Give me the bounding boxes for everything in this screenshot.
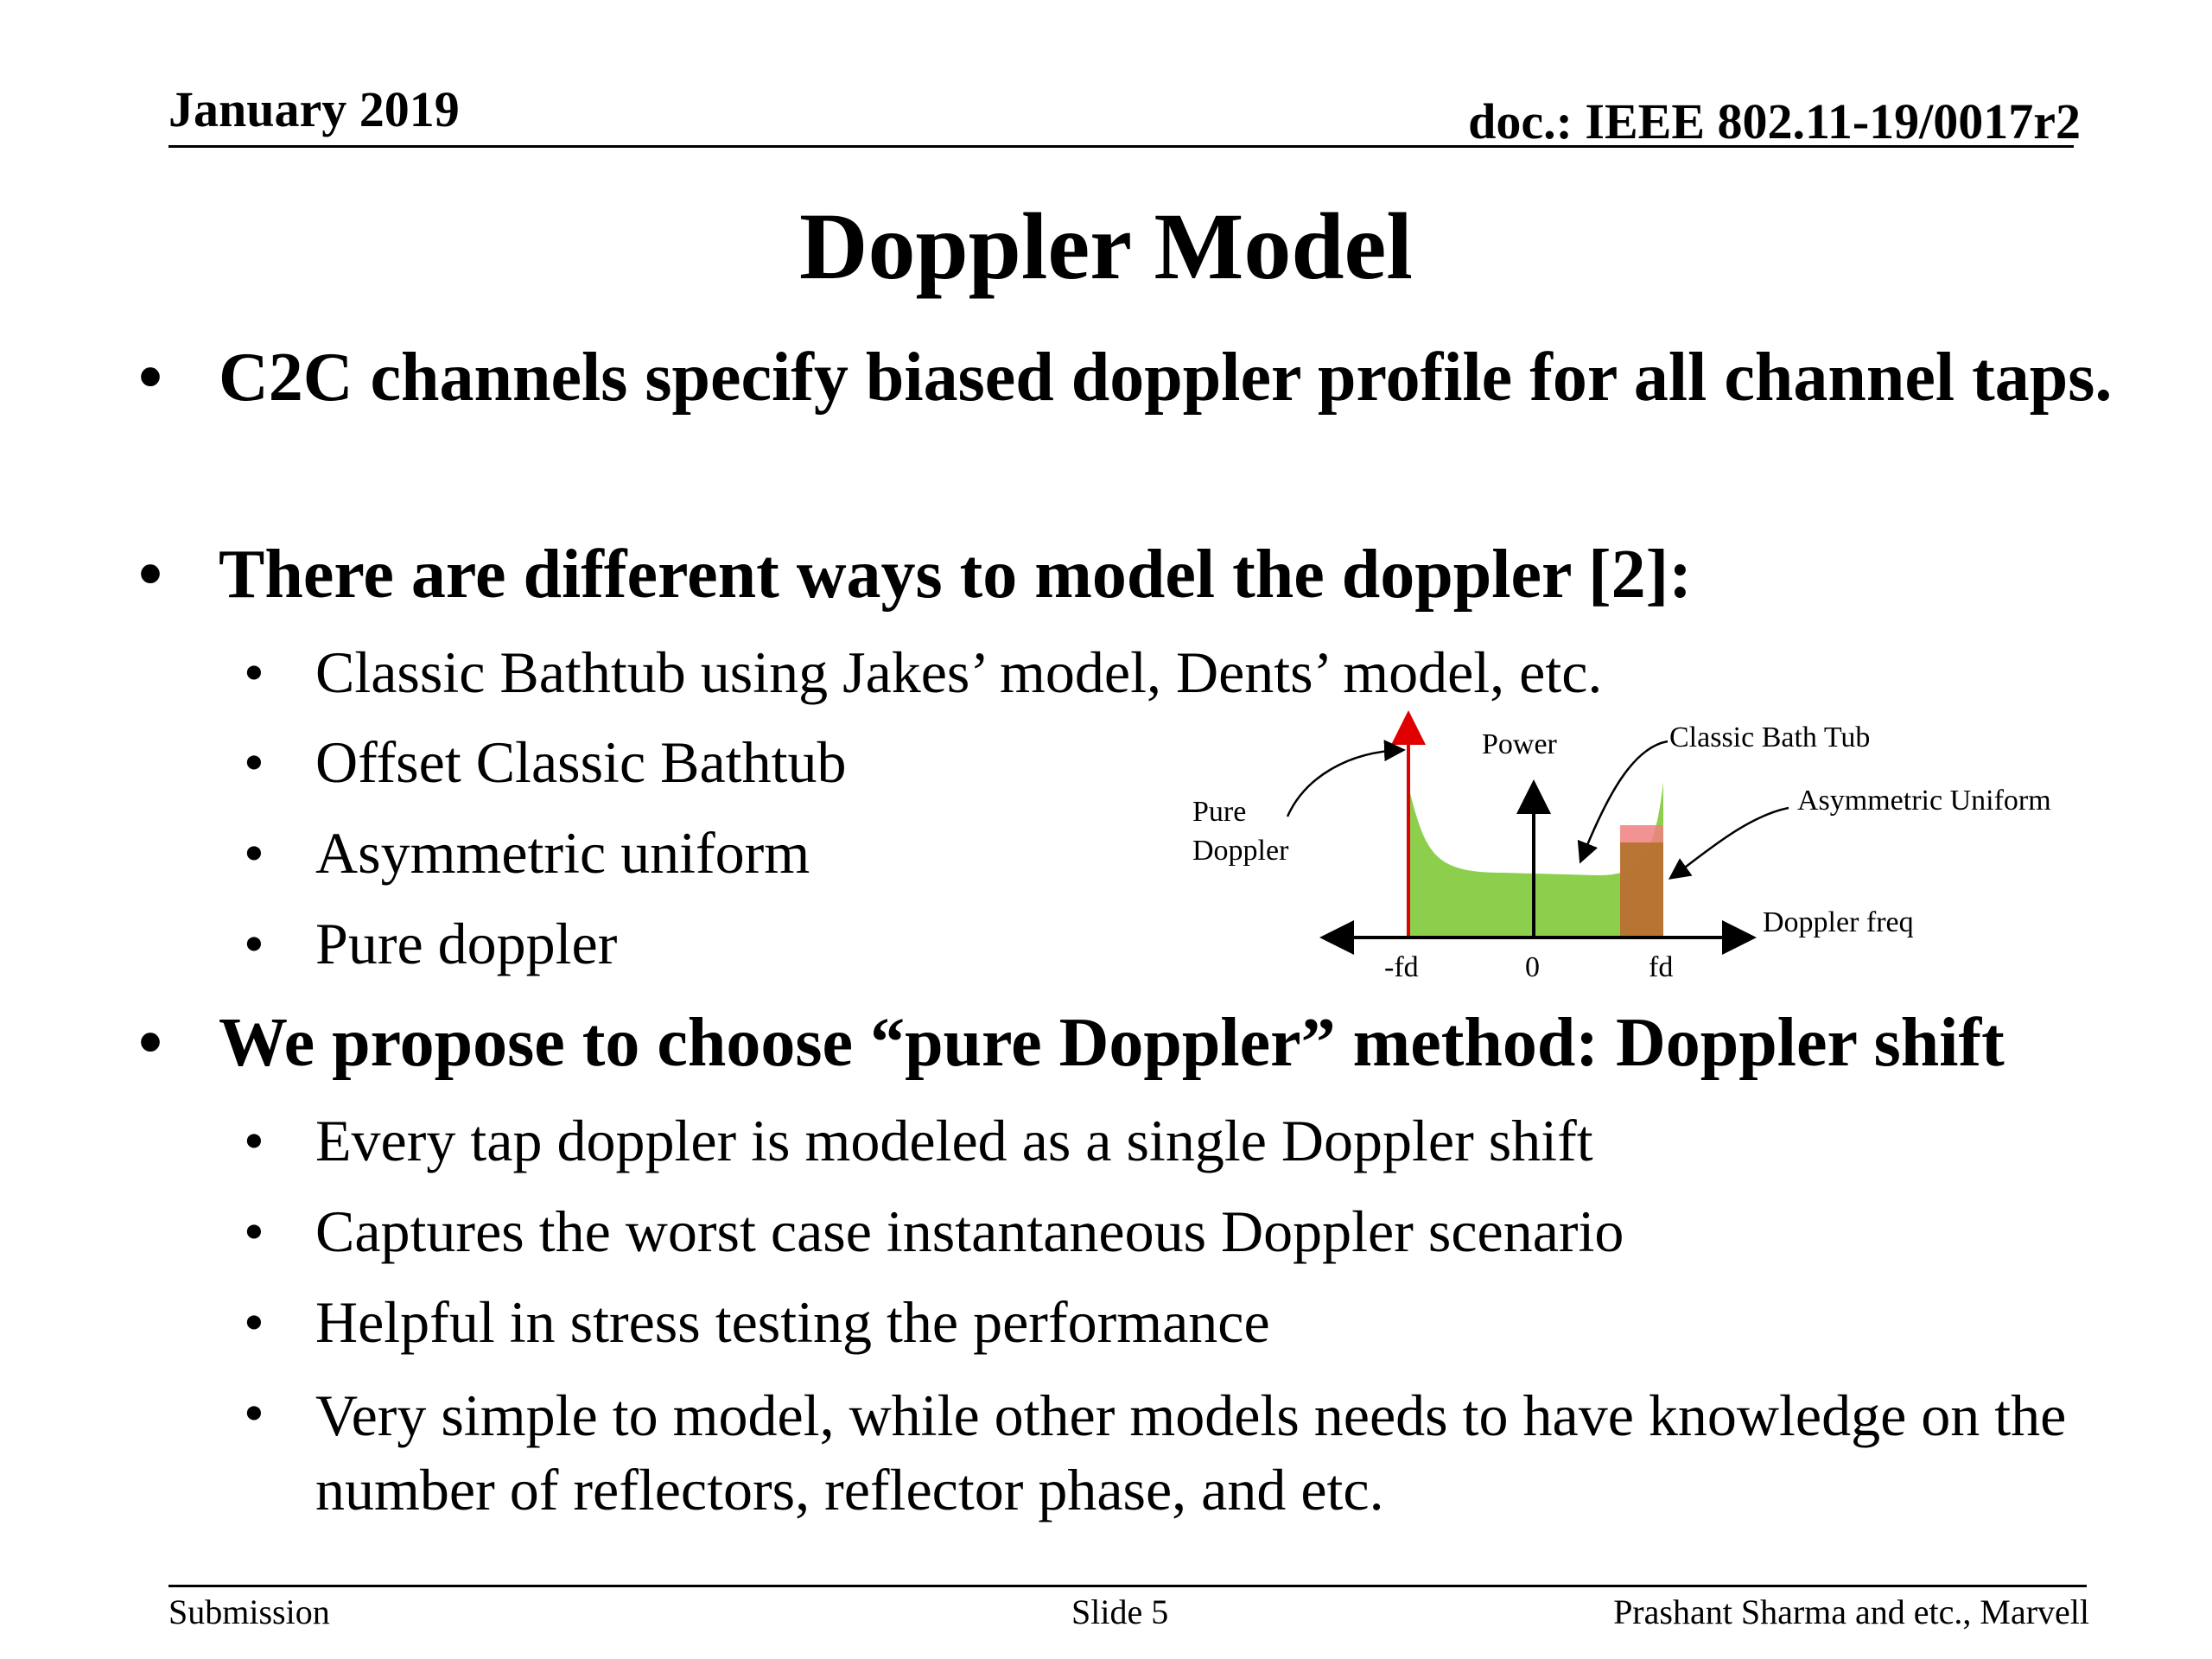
footer-slide-number: Slide 5 [1071, 1592, 1169, 1631]
sub-bullet-marker: • [244, 1198, 264, 1264]
classic-bathtub-label: Classic Bath Tub [1669, 721, 1870, 753]
asymmetric-callout-arrow [1668, 806, 1789, 880]
bullet-marker: • [138, 537, 163, 613]
header-date: January 2019 [168, 81, 460, 137]
pure-doppler-label-line1: Pure [1192, 796, 1246, 828]
doppler-spectrum-diagram: Power Classic Bath Tub Asymmetric Unifor… [1192, 710, 2051, 983]
sub-bullet-marker: • [244, 639, 264, 705]
footer-rule [168, 1585, 2087, 1587]
tick-fd: fd [1649, 951, 1673, 983]
sub-bullet-single-shift: Every tap doppler is modeled as a single… [315, 1108, 1593, 1173]
sub-bullet-classic-bathtub: Classic Bathtub using Jakes’ model, Dent… [315, 639, 1603, 705]
doppler-freq-label: Doppler freq [1763, 906, 1914, 938]
sub-bullet-worst-case: Captures the worst case instantaneous Do… [315, 1198, 1624, 1264]
sub-bullet-marker: • [244, 911, 264, 976]
bullet-proposal: We propose to choose “pure Doppler” meth… [219, 1005, 2005, 1081]
header-rule [168, 145, 2074, 148]
sub-bullet-pure-doppler: Pure doppler [315, 911, 618, 976]
tick-neg-fd: -fd [1384, 951, 1419, 983]
header-doc-id: doc.: IEEE 802.11-19/0017r2 [1468, 93, 2081, 149]
sub-bullet-marker: • [244, 1380, 264, 1446]
bullet-marker: • [138, 1005, 163, 1081]
sub-bullet-marker: • [244, 729, 264, 795]
pure-doppler-label-line2: Doppler [1192, 835, 1289, 867]
footer-authors: Prashant Sharma and etc., Marvell [1613, 1592, 2089, 1631]
footer-submission: Submission [168, 1592, 330, 1631]
sub-bullet-asymmetric-uniform: Asymmetric uniform [315, 820, 810, 886]
bullet-marker: • [138, 340, 163, 416]
pure-doppler-callout-arrow [1286, 740, 1406, 817]
power-label: Power [1482, 728, 1558, 760]
tick-zero: 0 [1525, 951, 1540, 983]
classic-bathtub-curve [1408, 782, 1663, 938]
classic-bathtub-callout-arrow [1577, 740, 1669, 864]
bullet-c2c-channels: C2C channels specify biased doppler prof… [219, 340, 2113, 416]
sub-bullet-stress-testing: Helpful in stress testing the performanc… [315, 1289, 1270, 1355]
sub-bullet-marker: • [244, 1108, 264, 1173]
asymmetric-uniform-label: Asymmetric Uniform [1797, 785, 2051, 817]
slide-title: Doppler Model [799, 194, 1413, 299]
asymmetric-overlap-region [1620, 842, 1663, 938]
sub-bullet-marker: • [244, 820, 264, 886]
sub-bullet-simple-model: Very simple to model, while other models… [315, 1382, 2067, 1522]
bullet-doppler-ways: There are different ways to model the do… [219, 537, 1692, 613]
sub-bullet-offset-bathtub: Offset Classic Bathtub [315, 729, 847, 795]
sub-bullet-marker: • [244, 1289, 264, 1355]
